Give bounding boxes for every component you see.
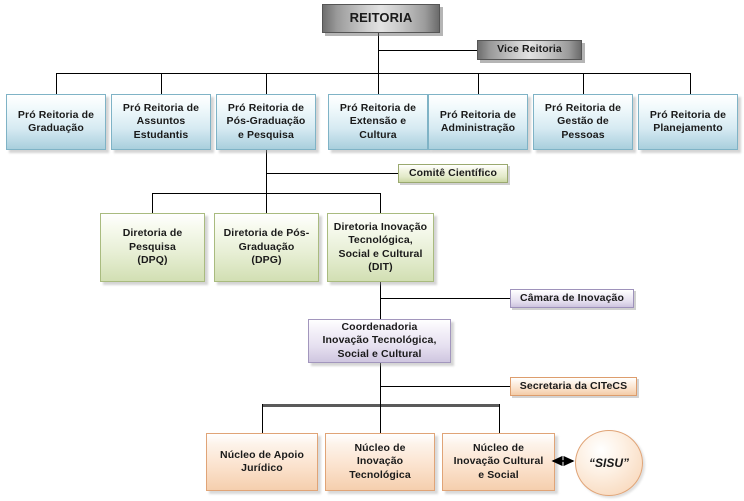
node-pro-reitoria-graduacao[interactable]: Pró Reitoria de Graduação bbox=[6, 94, 106, 150]
node-reitoria[interactable]: REITORIA bbox=[322, 4, 440, 33]
connector-drop-pos-graduacao bbox=[266, 73, 267, 94]
node-secretaria-citecs[interactable]: Secretaria da CITeCS bbox=[510, 377, 637, 396]
connector-drop-nucleo-juridico bbox=[262, 404, 263, 433]
node-nucleo-inovacao-tecnologica-label: Núcleo de Inovação Tecnológica bbox=[349, 441, 411, 481]
node-diretoria-pesquisa-label: Diretoria de Pesquisa (DPQ) bbox=[122, 227, 183, 267]
node-camara-inovacao-label: Câmara de Inovação bbox=[520, 291, 624, 304]
node-vice-reitoria[interactable]: Vice Reitoria bbox=[477, 40, 582, 60]
node-sisu-label: “SISU” bbox=[588, 456, 629, 470]
node-diretoria-pos-graduacao[interactable]: Diretoria de Pós- Graduação (DPG) bbox=[214, 213, 319, 282]
node-secretaria-citecs-label: Secretaria da CITeCS bbox=[519, 379, 628, 392]
connector-drop-dpg bbox=[266, 193, 267, 213]
node-pro-reitoria-graduacao-label: Pró Reitoria de Graduação bbox=[17, 108, 95, 134]
connector-reitoria-to-vice bbox=[378, 50, 478, 51]
connector-to-camara-inovacao bbox=[380, 298, 510, 299]
double-arrow-sisu bbox=[551, 455, 575, 467]
node-nucleo-apoio-juridico[interactable]: Núcleo de Apoio Jurídico bbox=[206, 433, 318, 491]
node-pro-reitoria-assuntos-estudantis[interactable]: Pró Reitoria de Assuntos Estudantis bbox=[111, 94, 211, 150]
node-diretoria-inovacao[interactable]: Diretoria Inovação Tecnológica, Social e… bbox=[327, 213, 434, 282]
node-pro-reitoria-administracao-label: Pró Reitoria de Administração bbox=[439, 108, 517, 134]
connector-drop-nucleo-tecnologica bbox=[380, 404, 381, 433]
node-pro-reitoria-pos-graduacao-pesquisa-label: Pró Reitoria de Pós-Graduação e Pesquisa bbox=[226, 101, 306, 141]
connector-drop-dpq bbox=[152, 193, 153, 213]
node-nucleo-apoio-juridico-label: Núcleo de Apoio Jurídico bbox=[220, 448, 304, 474]
node-comite-cientifico-label: Comitê Científico bbox=[408, 166, 498, 179]
connector-pro-reitorias-bus bbox=[56, 73, 690, 74]
node-nucleo-inovacao-cultural-social-label: Núcleo de Inovação Cultural e Social bbox=[453, 441, 544, 481]
node-pro-reitoria-gestao-pessoas-label: Pró Reitoria de Gestão de Pessoas bbox=[544, 101, 622, 141]
node-reitoria-label: REITORIA bbox=[349, 10, 413, 26]
node-pro-reitoria-assuntos-estudantis-label: Pró Reitoria de Assuntos Estudantis bbox=[122, 101, 200, 141]
connector-nucleos-bus bbox=[262, 404, 500, 407]
node-camara-inovacao[interactable]: Câmara de Inovação bbox=[510, 289, 634, 308]
node-pro-reitoria-administracao[interactable]: Pró Reitoria de Administração bbox=[428, 94, 528, 150]
connector-coordenadoria-stem bbox=[380, 363, 381, 433]
node-pro-reitoria-planejamento[interactable]: Pró Reitoria de Planejamento bbox=[638, 94, 738, 150]
node-pro-reitoria-planejamento-label: Pró Reitoria de Planejamento bbox=[649, 108, 727, 134]
connector-drop-assuntos bbox=[161, 73, 162, 94]
connector-dit-stem bbox=[380, 282, 381, 319]
node-pro-reitoria-extensao-cultura[interactable]: Pró Reitoria de Extensão e Cultura bbox=[328, 94, 428, 150]
connector-drop-gestao bbox=[583, 73, 584, 94]
node-comite-cientifico[interactable]: Comitê Científico bbox=[398, 164, 508, 183]
node-diretoria-pesquisa[interactable]: Diretoria de Pesquisa (DPQ) bbox=[100, 213, 205, 282]
node-coordenadoria-label: Coordenadoria Inovação Tecnológica, Soci… bbox=[322, 320, 437, 360]
node-pro-reitoria-gestao-pessoas[interactable]: Pró Reitoria de Gestão de Pessoas bbox=[533, 94, 633, 150]
connector-drop-graduacao bbox=[56, 73, 57, 94]
node-diretoria-pos-graduacao-label: Diretoria de Pós- Graduação (DPG) bbox=[223, 227, 310, 267]
node-pro-reitoria-extensao-cultura-label: Pró Reitoria de Extensão e Cultura bbox=[339, 101, 417, 141]
connector-reitoria-stem bbox=[378, 33, 379, 73]
connector-posgrad-stem bbox=[266, 150, 267, 213]
connector-to-secretaria bbox=[380, 386, 510, 387]
connector-drop-administracao bbox=[478, 73, 479, 94]
node-diretoria-inovacao-label: Diretoria Inovação Tecnológica, Social e… bbox=[333, 220, 428, 273]
node-pro-reitoria-pos-graduacao-pesquisa[interactable]: Pró Reitoria de Pós-Graduação e Pesquisa bbox=[216, 94, 316, 150]
node-nucleo-inovacao-cultural-social[interactable]: Núcleo de Inovação Cultural e Social bbox=[442, 433, 555, 491]
node-vice-reitoria-label: Vice Reitoria bbox=[497, 43, 562, 56]
node-coordenadoria[interactable]: Coordenadoria Inovação Tecnológica, Soci… bbox=[308, 319, 451, 363]
connector-drop-planejamento bbox=[690, 73, 691, 94]
connector-to-comite-cientifico bbox=[266, 173, 398, 174]
connector-drop-extensao bbox=[378, 73, 379, 94]
connector-drop-nucleo-cultural bbox=[499, 404, 500, 433]
node-nucleo-inovacao-tecnologica[interactable]: Núcleo de Inovação Tecnológica bbox=[325, 433, 435, 491]
node-sisu[interactable]: “SISU” bbox=[575, 430, 643, 496]
connector-drop-dit bbox=[380, 193, 381, 213]
